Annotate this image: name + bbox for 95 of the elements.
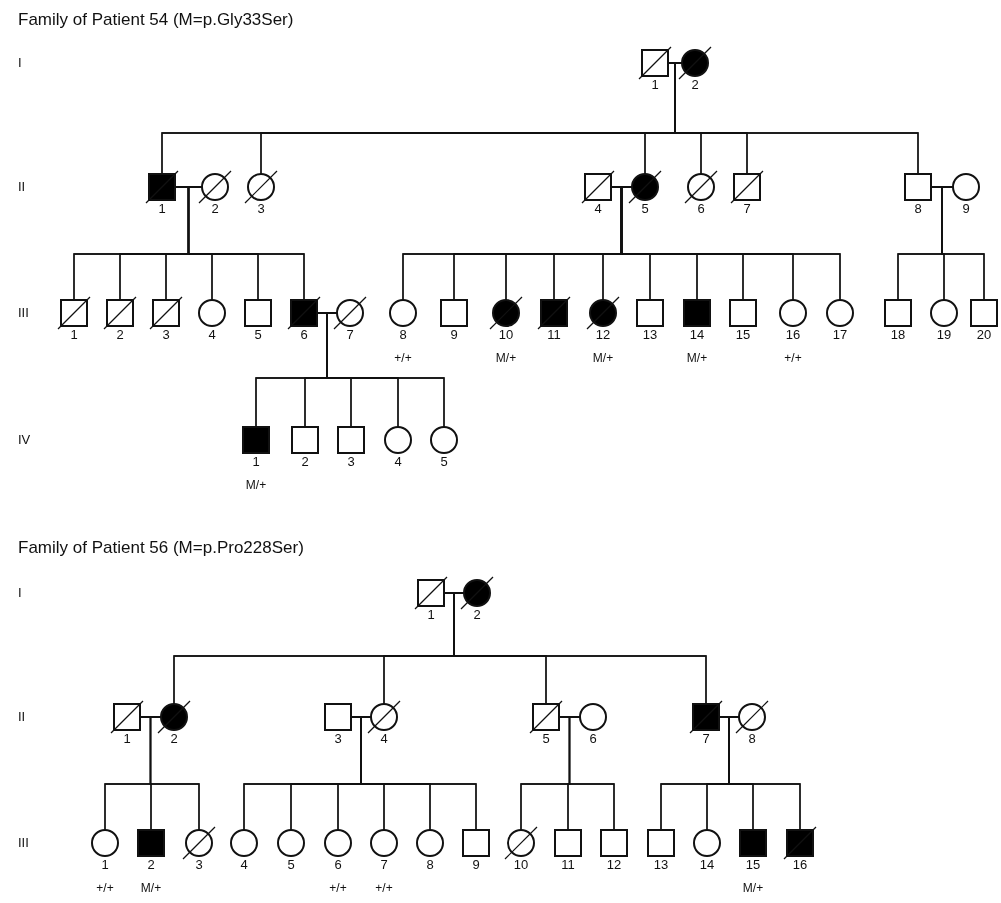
individual-number: 13 — [653, 857, 669, 872]
individual-number: 8 — [426, 857, 434, 872]
individual-number: 4 — [208, 327, 216, 342]
marriage-line — [316, 312, 338, 314]
individual-number: 2 — [473, 607, 481, 622]
individual-number: 3 — [334, 731, 342, 746]
individual-number: 4 — [380, 731, 388, 746]
marriage-line — [350, 716, 372, 718]
individual-number: 1 — [651, 77, 659, 92]
family-heading: Family of Patient 54 (M=p.Gly33Ser) — [18, 9, 294, 30]
individual-number: 17 — [832, 327, 848, 342]
individual-number: 12 — [606, 857, 622, 872]
marriage-line — [139, 716, 162, 718]
individual-number: 1 — [123, 731, 131, 746]
generation-numeral: II — [18, 709, 26, 725]
individual-number: 12 — [595, 327, 611, 342]
individual-number: 11 — [547, 327, 561, 342]
individual-number: 7 — [346, 327, 354, 342]
individual-number: 16 — [785, 327, 801, 342]
individual-number: 10 — [513, 857, 529, 872]
individual-number: 4 — [240, 857, 248, 872]
genotype-label: M/+ — [495, 351, 517, 366]
marriage-line — [443, 592, 465, 594]
individual-number: 11 — [561, 857, 575, 872]
individual-number: 6 — [697, 201, 705, 216]
individual-number: 9 — [962, 201, 970, 216]
generation-numeral: IV — [18, 432, 31, 448]
individual-number: 1 — [427, 607, 435, 622]
individual-number: 13 — [642, 327, 658, 342]
individual-number: 6 — [300, 327, 308, 342]
individual-number: 9 — [450, 327, 458, 342]
individual-number: 2 — [147, 857, 155, 872]
individual-number: 8 — [748, 731, 756, 746]
marriage-line — [174, 186, 203, 188]
individual-number: 2 — [170, 731, 178, 746]
individual-number: 7 — [702, 731, 710, 746]
individual-number: 2 — [301, 454, 309, 469]
marriage-line — [667, 62, 683, 64]
individual-number: 4 — [394, 454, 402, 469]
descent-line — [520, 716, 571, 831]
genotype-label: +/+ — [375, 881, 393, 896]
genotype-label: M/+ — [592, 351, 614, 366]
individual-number: 5 — [440, 454, 448, 469]
individual-number: 16 — [792, 857, 808, 872]
individual-number: 1 — [101, 857, 109, 872]
generation-numeral: I — [18, 585, 22, 601]
generation-numeral: III — [18, 305, 29, 321]
individual-number: 5 — [287, 857, 295, 872]
individual-number: 2 — [211, 201, 219, 216]
genotype-label: +/+ — [329, 881, 347, 896]
individual-number: 6 — [334, 857, 342, 872]
individual-number: 14 — [689, 327, 705, 342]
individual-number: 1 — [158, 201, 166, 216]
generation-numeral: I — [18, 55, 22, 71]
individual-number: 1 — [252, 454, 260, 469]
individual-number: 7 — [380, 857, 388, 872]
genotype-label: M/+ — [742, 881, 764, 896]
genotype-label: +/+ — [784, 351, 802, 366]
individual-number: 10 — [498, 327, 514, 342]
family-heading: Family of Patient 56 (M=p.Pro228Ser) — [18, 537, 304, 558]
individual-number: 15 — [735, 327, 751, 342]
individual-number: 9 — [472, 857, 480, 872]
genotype-label: +/+ — [96, 881, 114, 896]
marriage-line — [610, 186, 633, 188]
individual-number: 14 — [699, 857, 715, 872]
individual-number: 3 — [347, 454, 355, 469]
individual-number: 7 — [743, 201, 751, 216]
individual-number: 2 — [116, 327, 124, 342]
individual-number: 20 — [976, 327, 992, 342]
individual-number: 5 — [254, 327, 262, 342]
descent-line — [104, 716, 152, 831]
individual-number: 3 — [195, 857, 203, 872]
individual-number: 3 — [162, 327, 170, 342]
descent-line — [897, 186, 943, 301]
genotype-label: M/+ — [686, 351, 708, 366]
individual-number: 5 — [542, 731, 550, 746]
generation-numeral: III — [18, 835, 29, 851]
individual-number: 3 — [257, 201, 265, 216]
genotype-label: M/+ — [140, 881, 162, 896]
individual-number: 8 — [399, 327, 407, 342]
marriage-line — [718, 716, 740, 718]
generation-numeral: II — [18, 179, 26, 195]
individual-number: 19 — [936, 327, 952, 342]
marriage-line — [930, 186, 954, 188]
individual-number: 4 — [594, 201, 602, 216]
genotype-label: M/+ — [245, 478, 267, 493]
individual-number: 5 — [641, 201, 649, 216]
genotype-label: +/+ — [394, 351, 412, 366]
marriage-line — [558, 716, 581, 718]
individual-number: 18 — [890, 327, 906, 342]
individual-number: 15 — [745, 857, 761, 872]
individual-number: 1 — [70, 327, 78, 342]
individual-number: 6 — [589, 731, 597, 746]
individual-number: 8 — [914, 201, 922, 216]
individual-number: 2 — [691, 77, 699, 92]
